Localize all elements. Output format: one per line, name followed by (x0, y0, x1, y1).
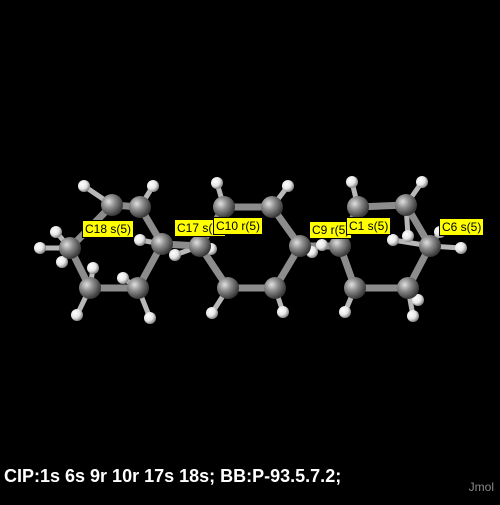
carbon-atom (289, 235, 311, 257)
hydrogen-atom (134, 234, 146, 246)
atom-label-c1: C1 s(5) (346, 217, 392, 235)
hydrogen-atom (407, 310, 419, 322)
hydrogen-atom (282, 180, 294, 192)
hydrogen-atom (412, 294, 424, 306)
carbon-atom (347, 196, 369, 218)
cip-caption: CIP:1s 6s 9r 10r 17s 18s; BB:P-93.5.7.2; (4, 466, 342, 486)
hydrogen-atom (316, 239, 328, 251)
hydrogen-atom (206, 307, 218, 319)
hydrogen-atom (211, 177, 223, 189)
atom-label-c18: C18 s(5) (82, 220, 135, 238)
carbon-atom (127, 277, 149, 299)
hydrogen-atom (34, 242, 46, 254)
hydrogen-atom (455, 242, 467, 254)
carbon-atom (59, 237, 81, 259)
hydrogen-atom (56, 256, 68, 268)
atom-label-c6: C6 s(5) (439, 218, 485, 236)
carbon-atom (189, 235, 211, 257)
carbon-atom (344, 277, 366, 299)
hydrogen-atom (387, 234, 399, 246)
atom-label-c10: C10 r(5) (213, 217, 264, 235)
carbon-atom (129, 196, 151, 218)
hydrogen-atom (277, 306, 289, 318)
carbon-atom (101, 194, 123, 216)
hydrogen-atom (346, 176, 358, 188)
hydrogen-atom (402, 230, 414, 242)
carbon-atom (79, 277, 101, 299)
carbon-atom (329, 235, 351, 257)
carbon-atom (213, 196, 235, 218)
atoms (34, 176, 467, 324)
hydrogen-atom (147, 180, 159, 192)
hydrogen-atom (50, 226, 62, 238)
hydrogen-atom (339, 306, 351, 318)
carbon-atom (151, 233, 173, 255)
hydrogen-atom (78, 180, 90, 192)
carbon-atom (264, 277, 286, 299)
jmol-brand: Jmol (468, 480, 494, 494)
atom-label-c9: C9 r(5) (309, 221, 353, 239)
carbon-atom (217, 277, 239, 299)
hydrogen-atom (71, 309, 83, 321)
carbon-atom (397, 277, 419, 299)
hydrogen-atom (87, 262, 99, 274)
carbon-atom (395, 194, 417, 216)
hydrogen-atom (117, 272, 129, 284)
hydrogen-atom (144, 312, 156, 324)
carbon-atom (261, 196, 283, 218)
hydrogen-atom (169, 249, 181, 261)
carbon-atom (419, 235, 441, 257)
hydrogen-atom (416, 176, 428, 188)
